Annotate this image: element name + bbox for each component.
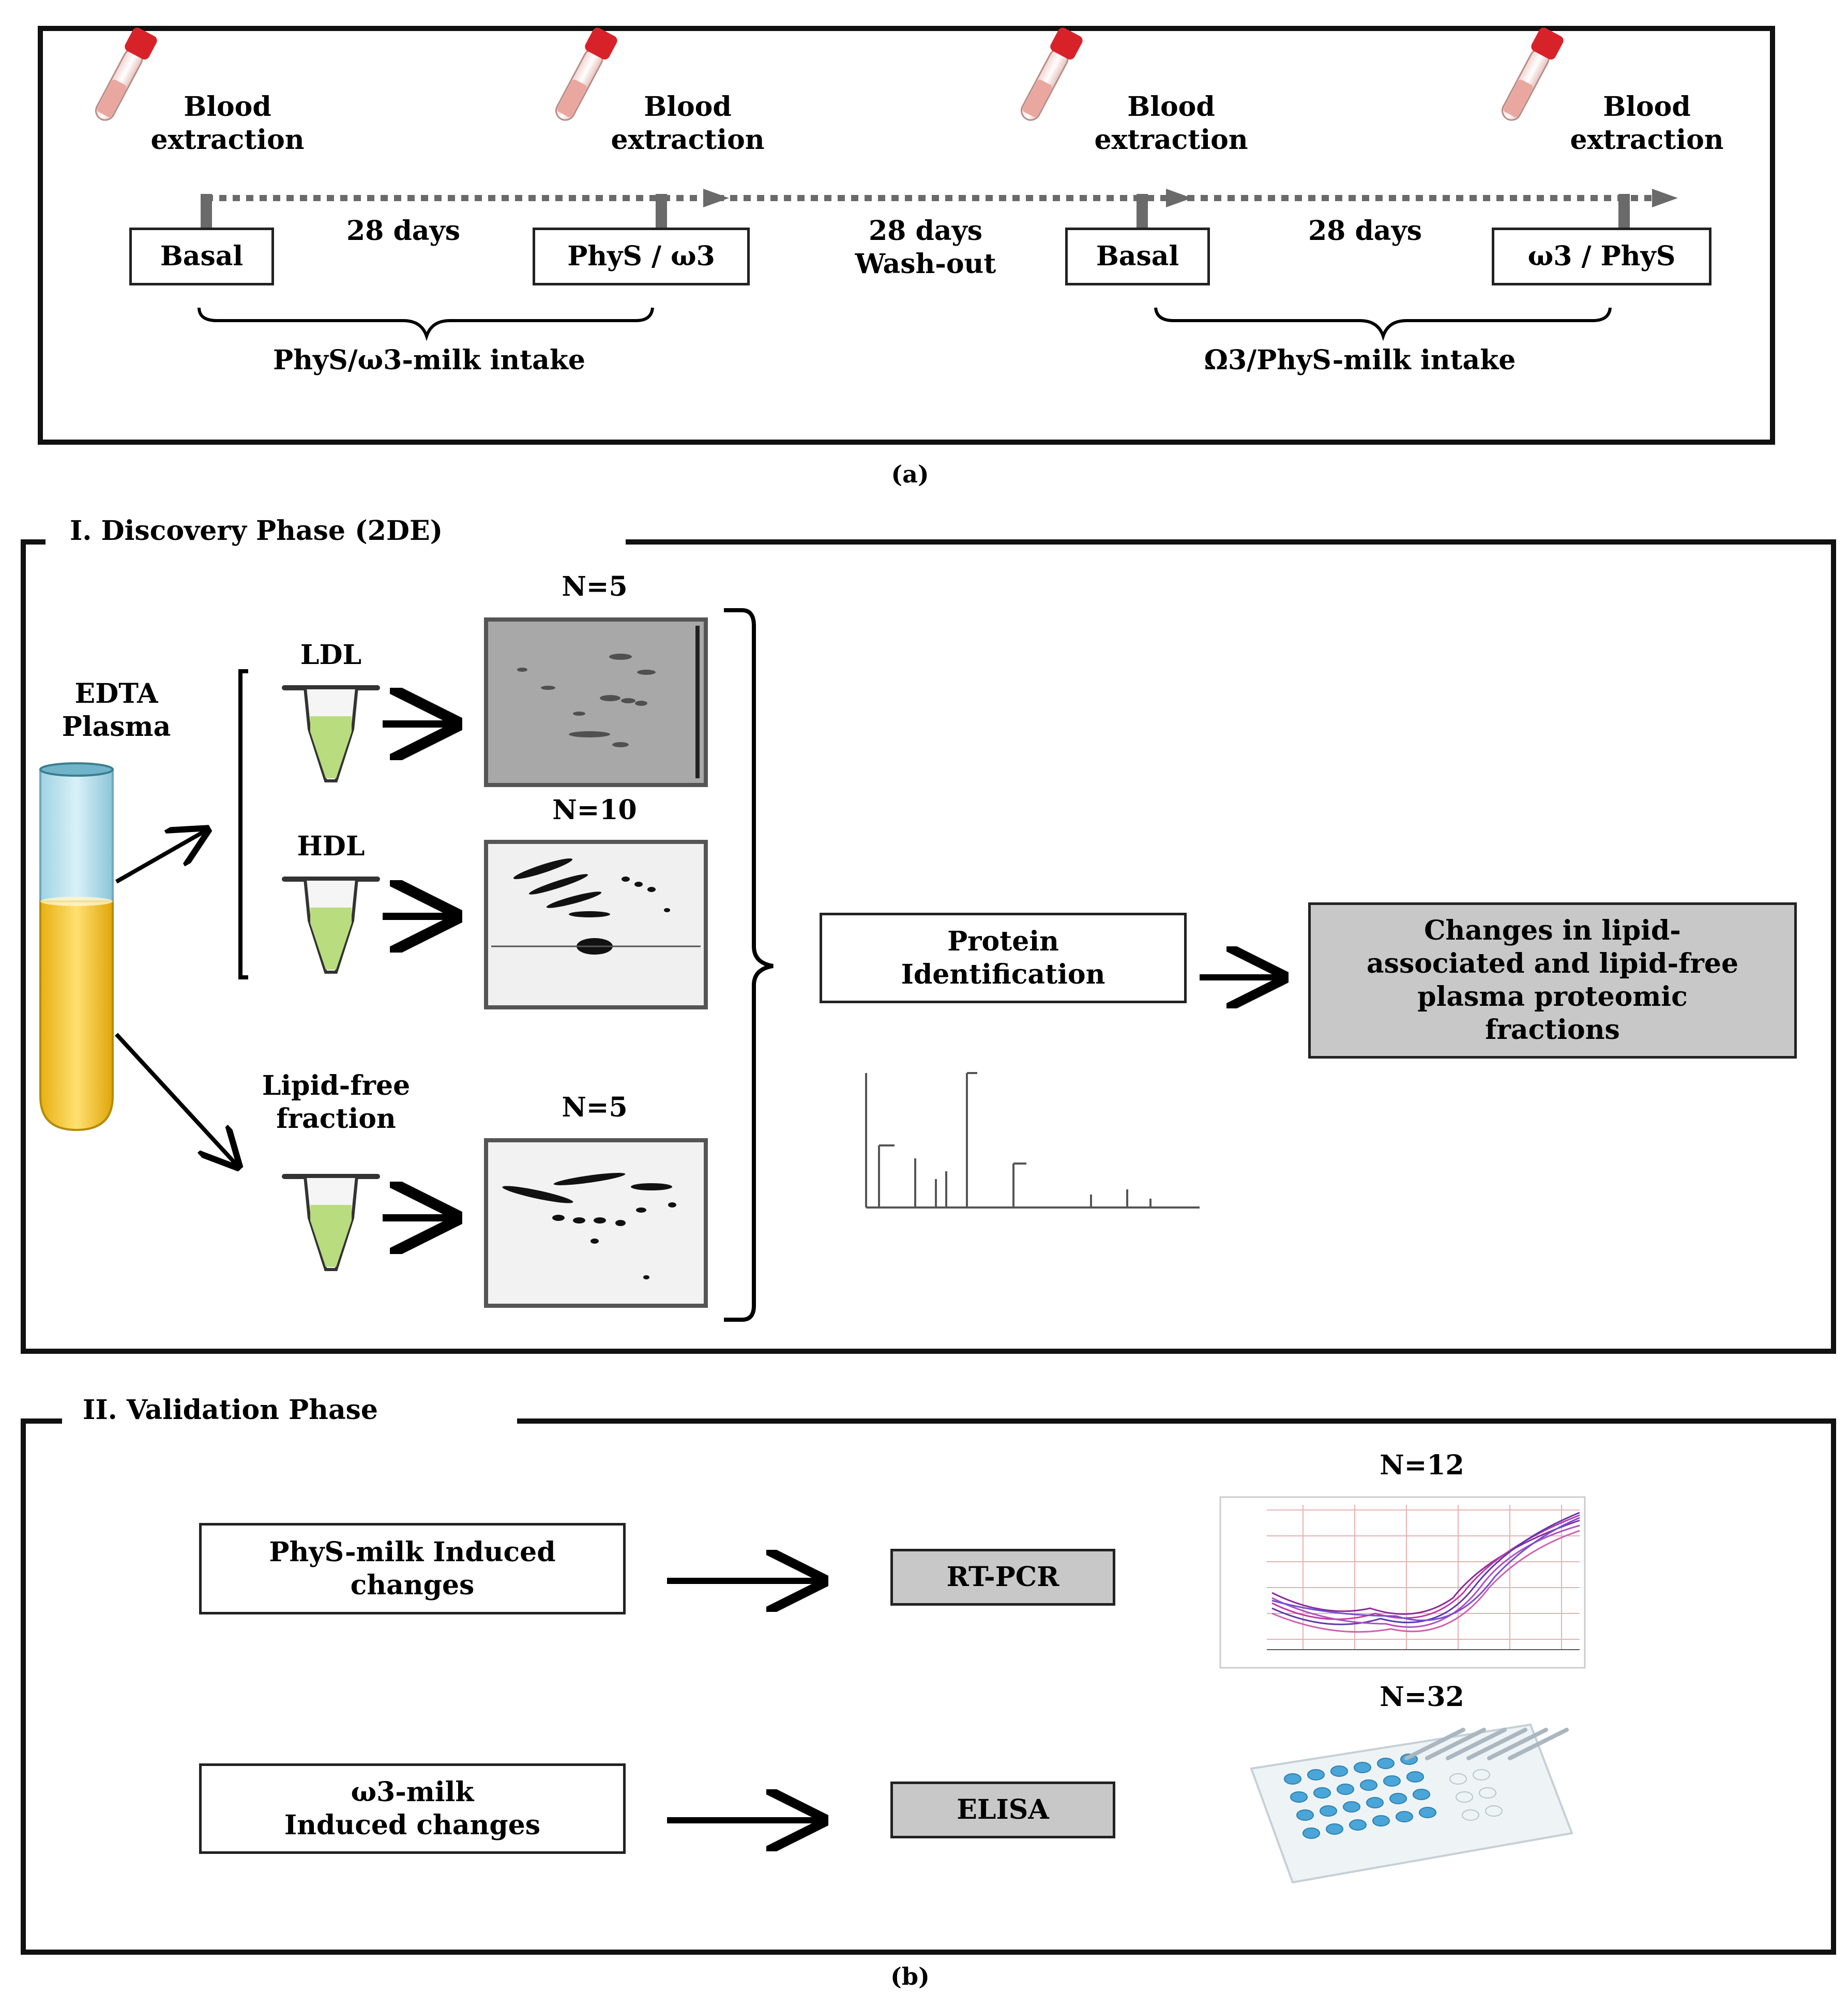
- mass-spectrum-image: [865, 1072, 1200, 1209]
- intake-label-1: PhyS/ω3-milk intake: [273, 344, 585, 376]
- elisa-box: ELISA: [890, 1781, 1115, 1838]
- n-rtpcr-label: N=12: [1380, 1450, 1464, 1481]
- timeline-tick: [1618, 194, 1630, 230]
- bracket-lipoproteins: [238, 669, 248, 979]
- discovery-phase-title: I. Discovery Phase (2DE): [54, 513, 459, 549]
- blood-extraction-label-3: Blood extraction: [1094, 91, 1248, 156]
- rtpcr-box: RT-PCR: [890, 1549, 1115, 1606]
- basal-box-2: Basal: [1065, 228, 1210, 285]
- arrow-tube-to-lipoproteins: [115, 830, 207, 884]
- intake-label-2: Ω3/PhyS-milk intake: [1204, 344, 1516, 376]
- timeline-arrow: [703, 189, 729, 207]
- validation-phase-title: II. Validation Phase: [67, 1392, 394, 1428]
- basal-box-1: Basal: [129, 228, 274, 285]
- blood-tube-icon: [95, 27, 157, 121]
- elisa-plate-image: [1250, 1723, 1573, 1884]
- phys-w3-box: PhyS / ω3: [533, 228, 750, 285]
- timeline-arrow: [1166, 189, 1192, 207]
- period-label-3: 28 days: [1308, 215, 1422, 247]
- brace-intake-1: [198, 307, 654, 341]
- panel-a-frame: [38, 26, 1775, 445]
- edta-plasma-label: EDTA Plasma: [62, 678, 171, 743]
- gel-image-ldl: [484, 617, 708, 787]
- ldl-label: LDL: [300, 639, 362, 671]
- gel-image-lipid-free: [484, 1138, 708, 1308]
- n-lipid-free-label: N=5: [562, 1092, 628, 1123]
- gel-image-hdl: [484, 840, 708, 1009]
- blood-tube-icon: [555, 27, 617, 121]
- plasma-tube-icon: [39, 762, 114, 1131]
- timeline-tick: [1137, 194, 1148, 230]
- blood-extraction-label-4: Blood extraction: [1570, 91, 1724, 156]
- discovery-frame: [21, 539, 1836, 1354]
- result-box: Changes in lipid- associated and lipid-f…: [1308, 902, 1797, 1059]
- validation-frame: [21, 1418, 1836, 1955]
- period-label-1: 28 days: [346, 215, 460, 247]
- caption-b: (b): [890, 1962, 930, 1990]
- eppendorf-tube-icon: [282, 877, 380, 974]
- n-elisa-label: N=32: [1380, 1681, 1464, 1713]
- blood-tube-icon: [1501, 27, 1564, 121]
- timeline-tick: [656, 194, 667, 230]
- phys-induced-changes-box: PhyS-milk Induced changes: [199, 1523, 626, 1614]
- timeline-tick: [201, 194, 212, 230]
- period-label-washout: 28 days Wash-out: [855, 215, 996, 280]
- brace-gels: [724, 608, 774, 1322]
- n-ldl-label: N=5: [562, 571, 628, 602]
- timeline-arrow: [1652, 189, 1678, 207]
- blood-tube-icon: [1020, 27, 1083, 121]
- rtpcr-plot-image: [1219, 1496, 1586, 1669]
- brace-intake-2: [1154, 307, 1612, 341]
- caption-a: (a): [891, 460, 929, 488]
- blood-extraction-label-2: Blood extraction: [611, 91, 765, 156]
- lipid-free-label: Lipid-free fraction: [262, 1070, 411, 1135]
- arrow-tube-to-lipid-free: [115, 1033, 238, 1166]
- w3-induced-changes-box: ω3-milk Induced changes: [199, 1763, 626, 1854]
- eppendorf-tube-icon: [282, 1174, 380, 1271]
- protein-identification-box: Protein Identification: [820, 913, 1187, 1003]
- n-hdl-label: N=10: [552, 794, 637, 826]
- hdl-label: HDL: [297, 831, 365, 862]
- w3-phys-box: ω3 / PhyS: [1492, 228, 1711, 285]
- eppendorf-tube-icon: [282, 685, 380, 782]
- blood-extraction-label-1: Blood extraction: [150, 91, 305, 156]
